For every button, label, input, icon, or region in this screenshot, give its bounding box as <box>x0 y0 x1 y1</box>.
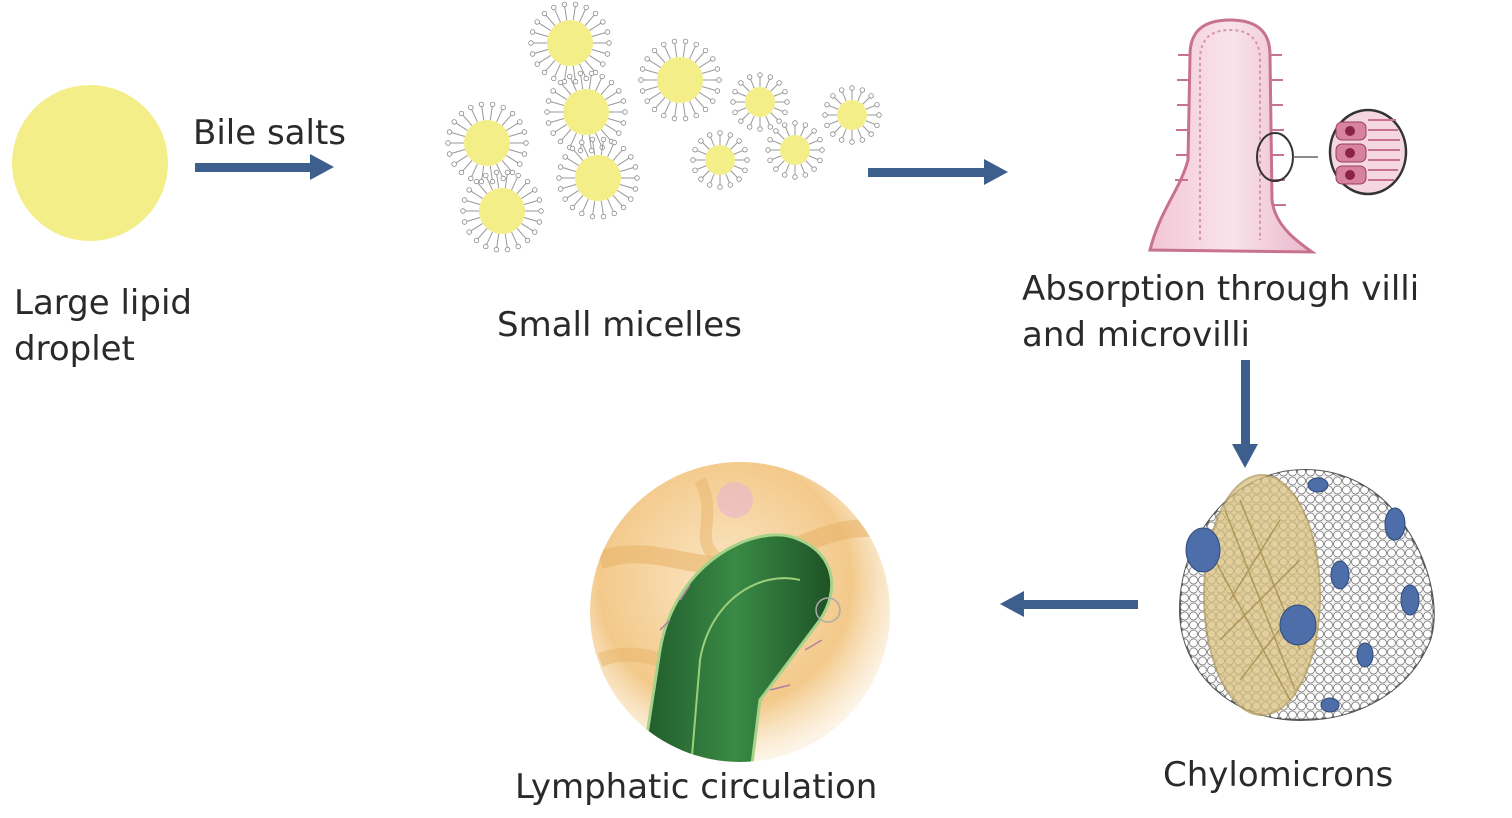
micelle <box>822 85 882 145</box>
arrow-bile-salts <box>195 154 334 180</box>
label-large-lipid-droplet: Large lipid droplet <box>14 280 192 372</box>
label-bile-salts: Bile salts <box>193 113 346 153</box>
label-chylomicrons: Chylomicrons <box>1163 755 1394 795</box>
large-lipid-droplet <box>12 85 168 241</box>
label-absorption-line1: Absorption through villi <box>1022 269 1420 309</box>
label-lymphatic-circulation: Lymphatic circulation <box>515 767 878 807</box>
arrow-to-lymphatic <box>1000 591 1138 617</box>
micelle <box>460 169 544 253</box>
micelle <box>730 72 790 132</box>
arrow-to-villi <box>868 159 1008 185</box>
micelle <box>556 136 640 220</box>
micelle-cluster <box>445 1 882 253</box>
villus-illustration <box>1148 18 1408 254</box>
label-absorption: Absorption through villi and microvilli <box>1022 266 1419 358</box>
chylomicron-illustration <box>1178 468 1435 722</box>
label-large-line2: droplet <box>14 329 135 369</box>
label-small-micelles: Small micelles <box>497 305 742 345</box>
micelle <box>638 38 722 122</box>
micelle <box>690 130 750 190</box>
label-large-line1: Large lipid <box>14 283 192 323</box>
lymphatic-illustration <box>590 462 890 762</box>
micelle <box>765 120 825 180</box>
micelle <box>528 1 612 85</box>
micelle <box>445 101 529 185</box>
arrow-to-chylomicrons <box>1232 360 1258 468</box>
label-absorption-line2: and microvilli <box>1022 315 1250 355</box>
